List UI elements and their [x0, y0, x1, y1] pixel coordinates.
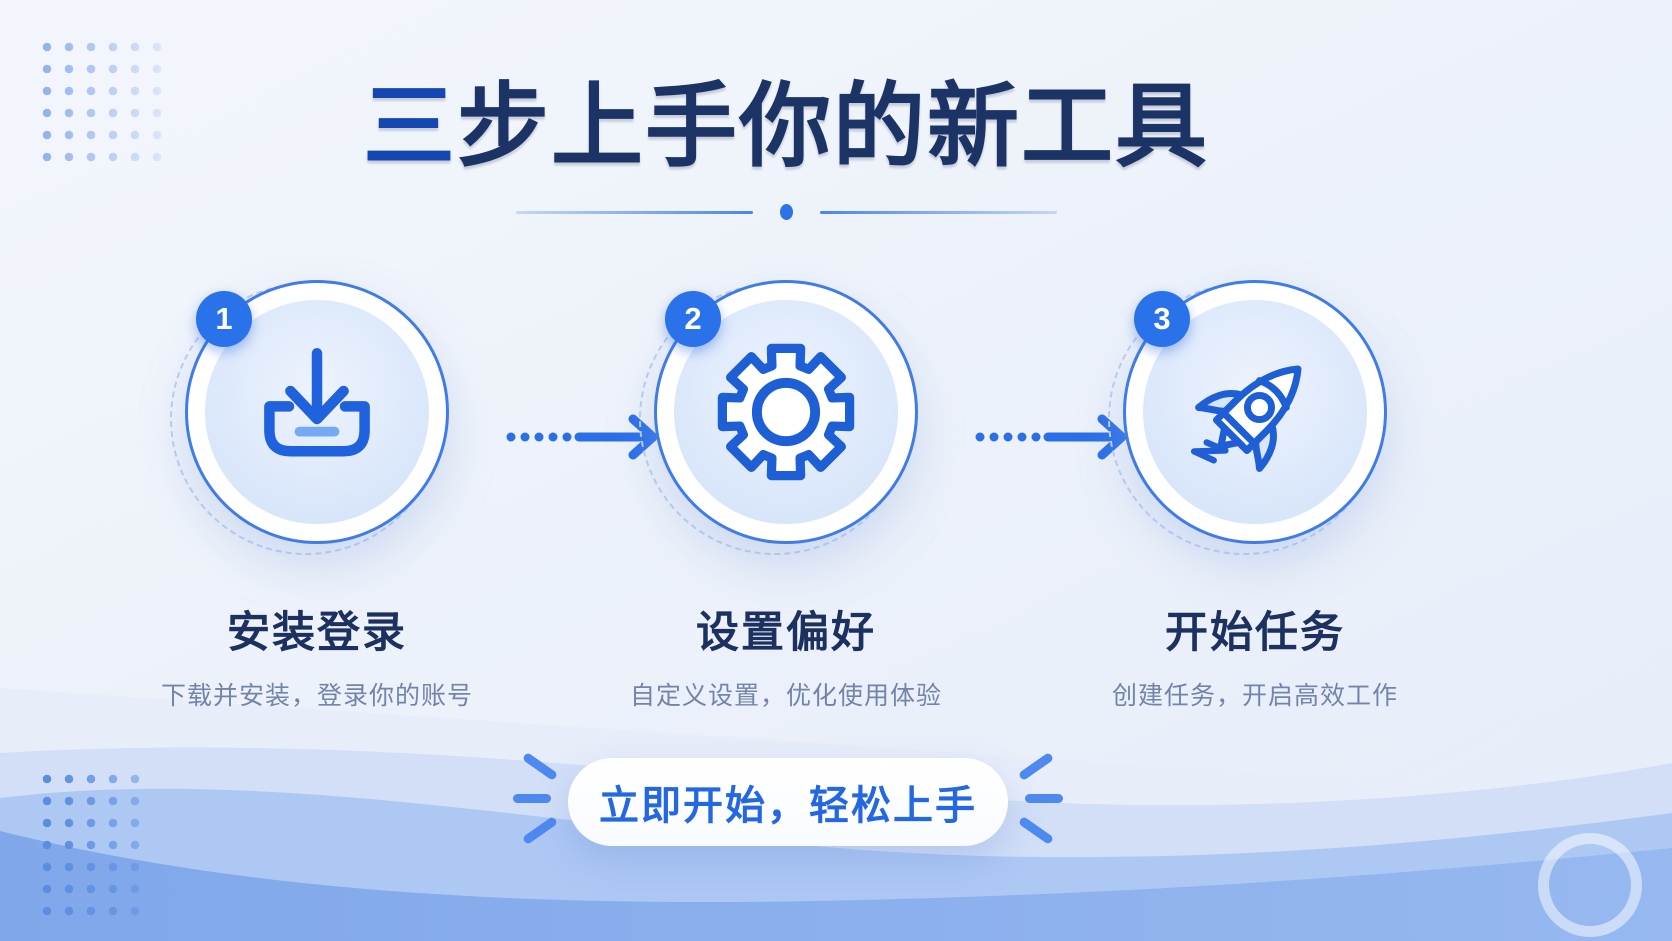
step-set-preferences: 2 设置偏好 自定义设置，优化使用体验 — [576, 280, 996, 712]
step-description: 创建任务，开启高效工作 — [1111, 682, 1398, 710]
step-circle: 3 — [1108, 280, 1387, 555]
download-icon — [264, 347, 370, 457]
gear-icon — [717, 343, 855, 481]
rocket-icon — [1190, 365, 1302, 472]
page-title: 三步上手你的新工具 — [0, 52, 1572, 185]
step-number-badge: 3 — [1134, 291, 1190, 347]
spark-dash-decoration — [1025, 794, 1063, 803]
step-title: 开始任务 — [1165, 609, 1345, 657]
spark-dash-decoration — [513, 794, 551, 803]
circle-outline-decoration — [1538, 833, 1642, 937]
step-start-tasks: 3 开始任务 创建任务，开启高效工作 — [1045, 280, 1465, 712]
step-number-badge: 2 — [665, 291, 721, 347]
divider-line-left — [515, 210, 753, 214]
dot-grid-bottom-left — [36, 768, 146, 922]
divider-line-right — [819, 210, 1057, 214]
divider-dot — [779, 204, 793, 220]
step-number-badge: 1 — [196, 291, 252, 347]
title-divider — [0, 204, 1572, 220]
step-circle: 2 — [639, 280, 918, 555]
page-title-accent: 三 — [362, 76, 457, 178]
bottom-wave-decoration — [0, 688, 1672, 941]
step-title: 设置偏好 — [696, 609, 876, 657]
step-description: 下载并安装，登录你的账号 — [160, 682, 473, 710]
get-started-button[interactable]: 立即开始，轻松上手 — [568, 758, 1008, 846]
dot-grid-top-left — [36, 36, 168, 168]
page-title-rest: 步上手你的新工具 — [457, 76, 1210, 178]
step-title: 安装登录 — [227, 609, 407, 657]
step-circle: 1 — [170, 280, 449, 555]
step-description: 自定义设置，优化使用体验 — [629, 682, 942, 710]
step-install-login: 1 安装登录 下载并安装，登录你的账号 — [107, 280, 527, 712]
